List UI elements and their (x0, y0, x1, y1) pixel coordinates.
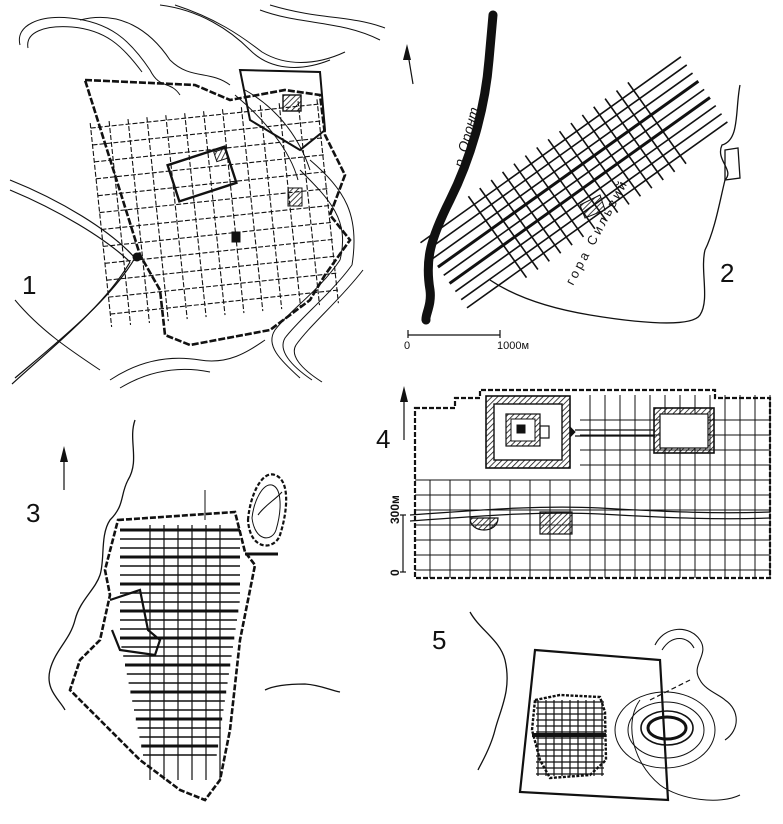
panel-2-number: 2 (720, 258, 735, 288)
orontes-river (421, 10, 498, 325)
panel-3-number: 3 (26, 498, 41, 528)
plan-4: 300м 0 (388, 386, 772, 580)
plan-1 (9, 4, 386, 389)
plan-3 (48, 419, 341, 802)
scale-300m-label: 300м (388, 495, 402, 524)
plan-2-street-grid (420, 56, 728, 309)
scale-0-label: 0 (404, 340, 410, 352)
scale-1000-label: 1000м (497, 340, 529, 352)
plan-3-street-grid (120, 525, 240, 780)
panel-5-number: 5 (432, 625, 447, 655)
plan-2-scale-bar (407, 330, 501, 338)
panel-1-number: 1 (22, 270, 37, 300)
plan-5-street-grid (536, 700, 604, 776)
plan-4-street-grid (415, 395, 771, 578)
scale-0m-label: 0 (388, 569, 402, 576)
plan-2: 0 1000м р. Оронт гора Сильвий (403, 10, 741, 352)
plan-5 (469, 611, 741, 802)
mount-silpius-outline (489, 84, 741, 324)
plan-4-scale-bar (400, 514, 406, 573)
panel-4-number: 4 (376, 424, 391, 454)
